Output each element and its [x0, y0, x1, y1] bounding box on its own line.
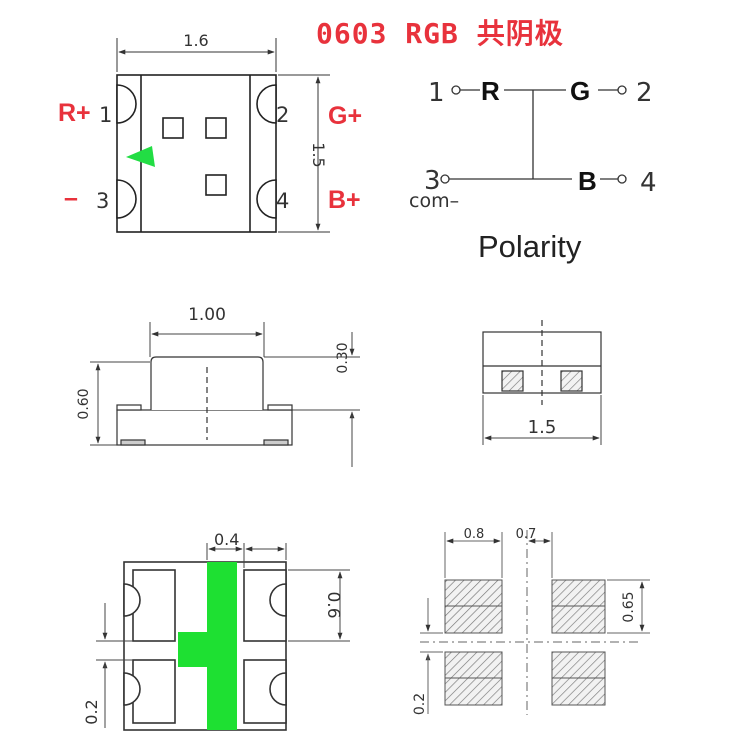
polarity-schematic: 1 R G 2 3 B 4 com– Polarity [409, 76, 657, 264]
pad-layout-dimensions [420, 530, 650, 715]
side-total-height-label: 0.60 [76, 388, 92, 419]
page-title: 0603 RGB 共阴极 [316, 17, 564, 50]
polarity-pin-4: 4 [640, 168, 657, 198]
polarity-wires [440, 85, 627, 184]
bottom-view-dimensions [96, 543, 350, 728]
bottom-view-body [123, 561, 287, 731]
top-view: 1.6 1.5 R+ 1 – 3 2 G+ 4 B+ [58, 31, 362, 233]
pad-width-label: 0.8 [464, 527, 485, 542]
side-view: 1.00 0.60 0.30 [76, 305, 360, 467]
end-view-dimension [482, 395, 602, 445]
polarity-com-label: com– [409, 190, 459, 212]
top-height-dim-label: 1.5 [309, 142, 328, 167]
cathode-marker-icon [126, 146, 155, 167]
bottom-gap-label: 0.2 [82, 699, 101, 724]
polarity-label-g: G [570, 76, 590, 106]
bottom-pad-height-label: 0.6 [323, 591, 343, 618]
pin-label-r-plus: R+ [58, 99, 91, 127]
bottom-view: 0.4 0.6 0.2 [82, 530, 350, 731]
end-view: 1.5 [482, 320, 602, 445]
side-view-dimensions [90, 322, 360, 467]
pin-number-4: 4 [276, 189, 289, 213]
polarity-pin-2: 2 [636, 78, 653, 108]
pin-number-1: 1 [99, 103, 112, 127]
top-width-dim-label: 1.6 [183, 31, 208, 50]
pad-layout: 0.8 0.7 0.65 0.2 [412, 527, 650, 715]
polarity-pin-1: 1 [428, 78, 445, 108]
side-view-body [116, 356, 293, 446]
pad-layout-pads [444, 579, 606, 706]
pin-label-g-plus: G+ [328, 102, 362, 130]
pad-gap-label: 0.7 [516, 527, 537, 542]
polarity-pin-3: 3 [424, 166, 441, 196]
pin-label-b-plus: B+ [328, 186, 361, 214]
top-view-width-dimension [116, 38, 277, 72]
bottom-center-width-label: 0.4 [214, 530, 239, 549]
center-pad-tab-icon [178, 632, 211, 667]
pin-number-3: 3 [96, 189, 109, 213]
top-view-height-dimension [278, 74, 330, 233]
polarity-title: Polarity [478, 229, 582, 264]
side-lens-height-label: 0.30 [335, 342, 351, 373]
center-pad-icon [207, 562, 237, 730]
end-width-label: 1.5 [528, 417, 557, 438]
side-lens-width-label: 1.00 [188, 305, 226, 325]
pad-height-label: 0.65 [621, 591, 637, 622]
pin-label-minus: – [64, 184, 78, 212]
pad-row-gap-label: 0.2 [412, 693, 428, 715]
polarity-label-b: B [578, 166, 597, 196]
polarity-label-r: R [481, 76, 500, 106]
end-view-body [482, 320, 602, 405]
pin-number-2: 2 [276, 103, 289, 127]
